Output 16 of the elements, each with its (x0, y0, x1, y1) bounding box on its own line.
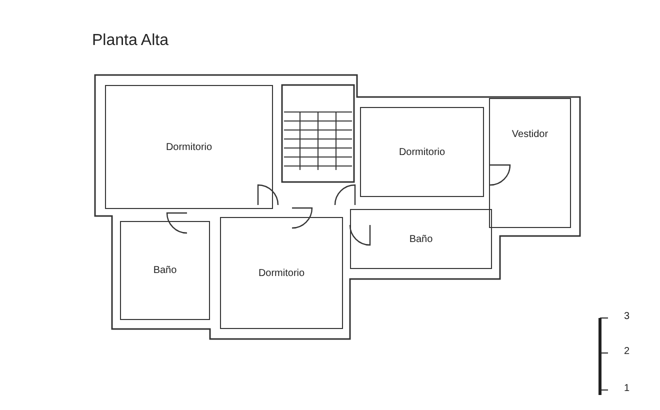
scale-number: 1 (624, 383, 630, 394)
scale-number: 3 (624, 311, 630, 322)
room-name: Dormitorio (258, 268, 305, 278)
room-name: Vestidor (512, 129, 548, 140)
room-name: Baño (153, 265, 177, 276)
room-outline (360, 107, 484, 197)
scale-number: 2 (624, 346, 630, 357)
room-name: Baño (409, 234, 433, 244)
room-name: Dormitorio (166, 142, 212, 152)
room-outline (105, 85, 273, 209)
room-name: Dormitorio (398, 146, 446, 158)
plan-title: Planta Alta (92, 32, 168, 50)
room-outline (489, 98, 571, 228)
room-outline (120, 221, 210, 320)
room-outline (350, 209, 492, 269)
room-outline (220, 217, 343, 329)
